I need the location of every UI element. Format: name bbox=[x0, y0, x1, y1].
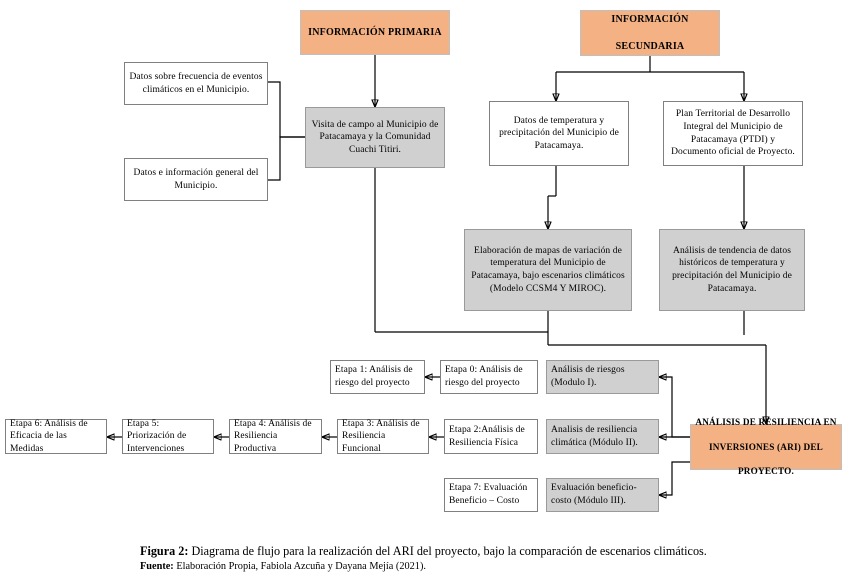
caption-source-text: Elaboración Propia, Fabiola Azcuña y Day… bbox=[173, 561, 426, 573]
node-etapa-0: Etapa 0: Análisis de riesgo del proyecto bbox=[440, 360, 538, 394]
node-analisis-tendencia: Análisis de tendencia de datos histórico… bbox=[659, 229, 805, 311]
node-etapa-1: Etapa 1: Análisis de riesgo del proyecto bbox=[330, 360, 425, 394]
node-visita-campo: Visita de campo al Municipio de Patacama… bbox=[305, 107, 445, 168]
node-modulo-ii: Analisis de resiliencia climática (Módul… bbox=[546, 419, 659, 454]
node-informacion-secundaria: INFORMACIÓN SECUNDARIA bbox=[580, 10, 720, 56]
node-datos-informacion-general: Datos e información general del Municipi… bbox=[124, 158, 268, 201]
node-plan-territorial: Plan Territorial de Desarrollo Integral … bbox=[663, 101, 803, 166]
node-modulo-iii: Evaluación beneficio-costo (Módulo III). bbox=[546, 478, 659, 512]
node-modulo-i: Análisis de riesgos (Modulo I). bbox=[546, 360, 659, 394]
node-ari-proyecto: ANÁLISIS DE RESILIENCIA EN INVERSIONES (… bbox=[690, 417, 842, 476]
caption-source-label: Fuente: bbox=[140, 561, 174, 573]
node-etapa-7: Etapa 7: Evaluación Beneficio – Costo bbox=[444, 478, 538, 512]
node-elaboracion-mapas: Elaboración de mapas de variación de tem… bbox=[464, 229, 632, 311]
caption-figure-label: Figura 2: bbox=[140, 544, 189, 558]
node-etapa-2: Etapa 2:Análisis de Resiliencia Física bbox=[444, 419, 538, 454]
node-informacion-primaria: INFORMACIÓN PRIMARIA bbox=[300, 10, 450, 55]
node-datos-temperatura: Datos de temperatura y precipitación del… bbox=[489, 101, 629, 166]
caption-line-figure: Figura 2: Diagrama de flujo para la real… bbox=[140, 543, 840, 559]
node-etapa-3: Etapa 3: Análisis de Resiliencia Funcion… bbox=[337, 419, 429, 454]
caption-line-source: Fuente: Elaboración Propia, Fabiola Azcu… bbox=[140, 560, 840, 574]
caption-figure-text: Diagrama de flujo para la realización de… bbox=[188, 544, 707, 558]
figure-caption: Figura 2: Diagrama de flujo para la real… bbox=[140, 543, 840, 574]
node-etapa-4: Etapa 4: Análisis de Resiliencia Product… bbox=[229, 419, 322, 454]
node-datos-frecuencia-eventos: Datos sobre frecuencia de eventos climát… bbox=[124, 62, 268, 105]
node-etapa-6: Etapa 6: Análisis de Eficacia de las Med… bbox=[5, 419, 107, 454]
node-etapa-5: Etapa 5: Priorización de Intervenciones bbox=[122, 419, 214, 454]
